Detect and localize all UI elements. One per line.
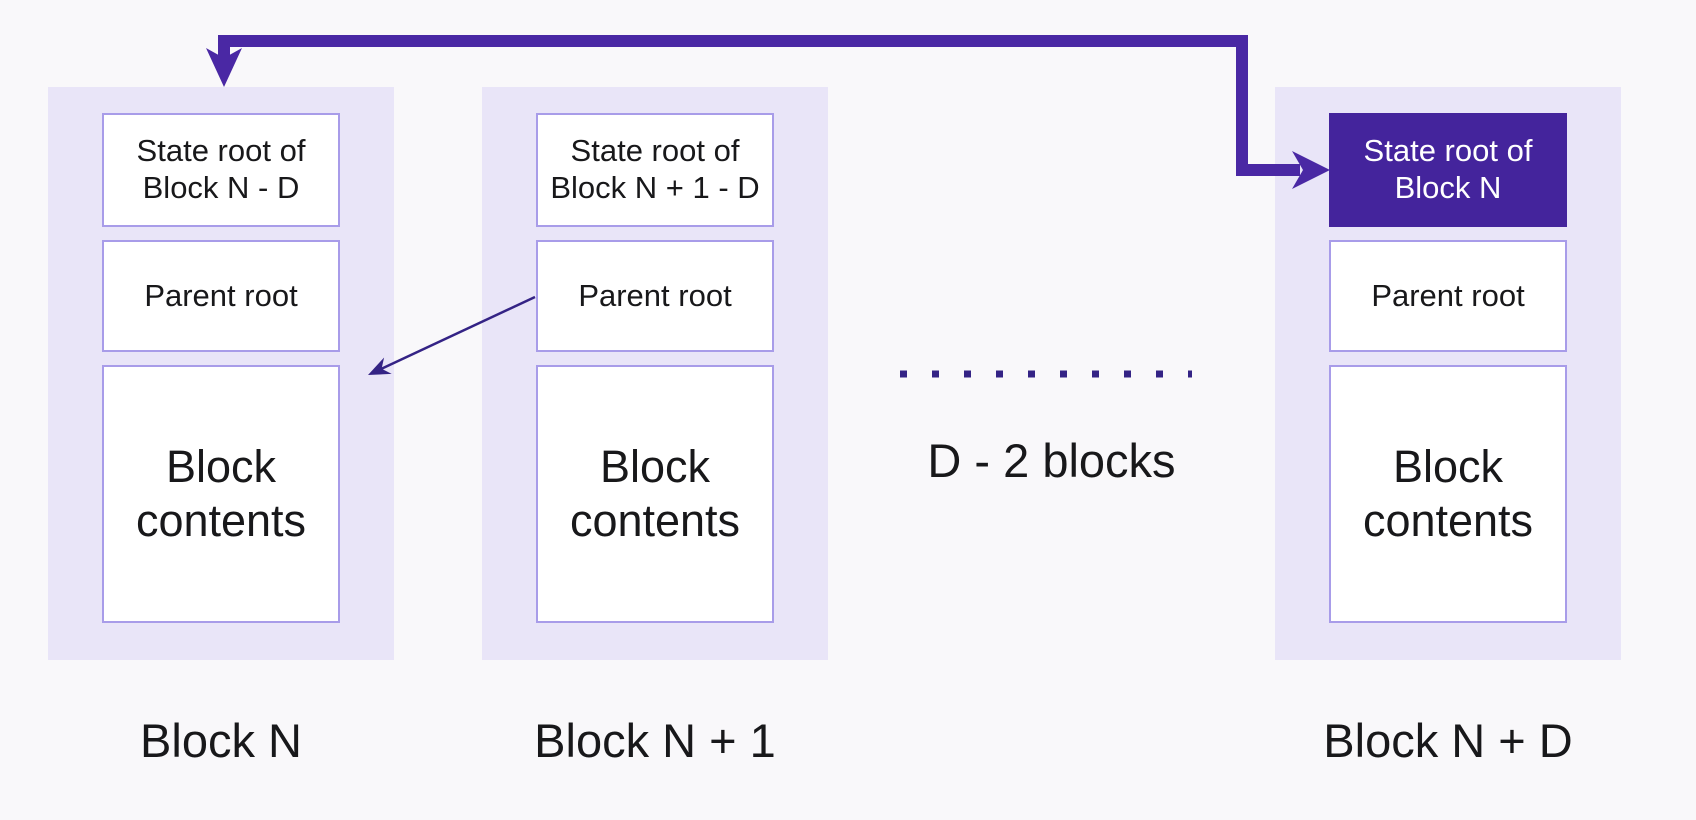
block-label: Block N: [140, 714, 302, 767]
parent-root-box: Parent root: [1329, 240, 1567, 352]
block-n-plus-1-column: State root of Block N + 1 - D Parent roo…: [482, 87, 828, 660]
state-root-box-highlighted: State root of Block N: [1329, 113, 1567, 227]
block-contents-box: Block contents: [1329, 365, 1567, 623]
parent-root-box: Parent root: [102, 240, 340, 352]
block-contents-box: Block contents: [102, 365, 340, 623]
gap-label: D - 2 blocks: [927, 434, 1176, 487]
arrowhead-down-icon: [206, 48, 242, 87]
block-label: Block N + D: [1323, 714, 1573, 767]
block-n-column: State root of Block N - D Parent root Bl…: [48, 87, 394, 660]
block-contents-box: Block contents: [536, 365, 774, 623]
block-n-plus-d-column: State root of Block N Parent root Block …: [1275, 87, 1621, 660]
block-label: Block N + 1: [534, 714, 776, 767]
state-root-box: State root of Block N - D: [102, 113, 340, 227]
parent-root-box: Parent root: [536, 240, 774, 352]
state-root-box: State root of Block N + 1 - D: [536, 113, 774, 227]
